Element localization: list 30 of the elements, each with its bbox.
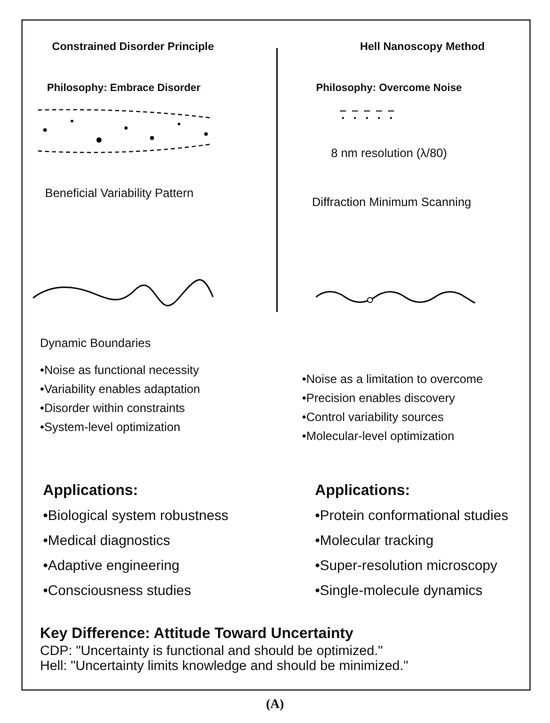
quote-text: CDP: "Uncertainty is functional and should be optimized." (40, 644, 383, 659)
bullet-item: •Noise as a limitation to overcome (302, 373, 483, 386)
bullet-item: •Super-resolution microscopy (315, 558, 498, 574)
section-label: Dynamic Boundaries (40, 337, 151, 350)
bullet-item: •Single-molecule dynamics (315, 583, 483, 598)
philosophy-heading: Philosophy: Embrace Disorder (47, 83, 200, 95)
pattern-label: Diffraction Minimum Scanning (312, 196, 472, 210)
bullet-item: •Precision enables discovery (302, 392, 455, 406)
column-heading: Hell Nanoscopy Method (360, 41, 485, 54)
bullet-item: •Molecular-level optimization (302, 430, 454, 444)
bullet-item: •Noise as functional necessity (40, 364, 199, 378)
key-difference-heading: Key Difference: Attitude Toward Uncertainty (40, 626, 354, 642)
philosophy-heading: Philosophy: Overcome Noise (316, 83, 462, 95)
bullet-item: •Control variability sources (302, 411, 444, 424)
column-heading: Constrained Disorder Principle (52, 41, 214, 54)
applications-heading: Applications: (315, 483, 410, 500)
figure-caption: (A) (264, 697, 286, 712)
bullet-item: •Molecular tracking (315, 533, 434, 548)
bullet-item: •Biological system robustness (43, 508, 228, 524)
bullet-item: •Medical diagnostics (43, 533, 170, 548)
bullet-item: •Adaptive engineering (43, 558, 180, 574)
note-text: 8 nm resolution (λ/80) (331, 147, 448, 160)
bullet-item: •Protein conformational studies (315, 508, 508, 524)
bullet-item: •Disorder within constraints (40, 402, 185, 416)
quote-text: Hell: "Uncertainty limits knowledge and should be minimized." (40, 659, 408, 674)
applications-heading: Applications: (43, 483, 138, 500)
bullet-item: •Variability enables adaptation (40, 383, 200, 396)
bullet-item: •System-level optimization (40, 421, 180, 434)
bullet-item: •Consciousness studies (43, 583, 192, 598)
pattern-label: Beneficial Variability Pattern (45, 187, 194, 200)
